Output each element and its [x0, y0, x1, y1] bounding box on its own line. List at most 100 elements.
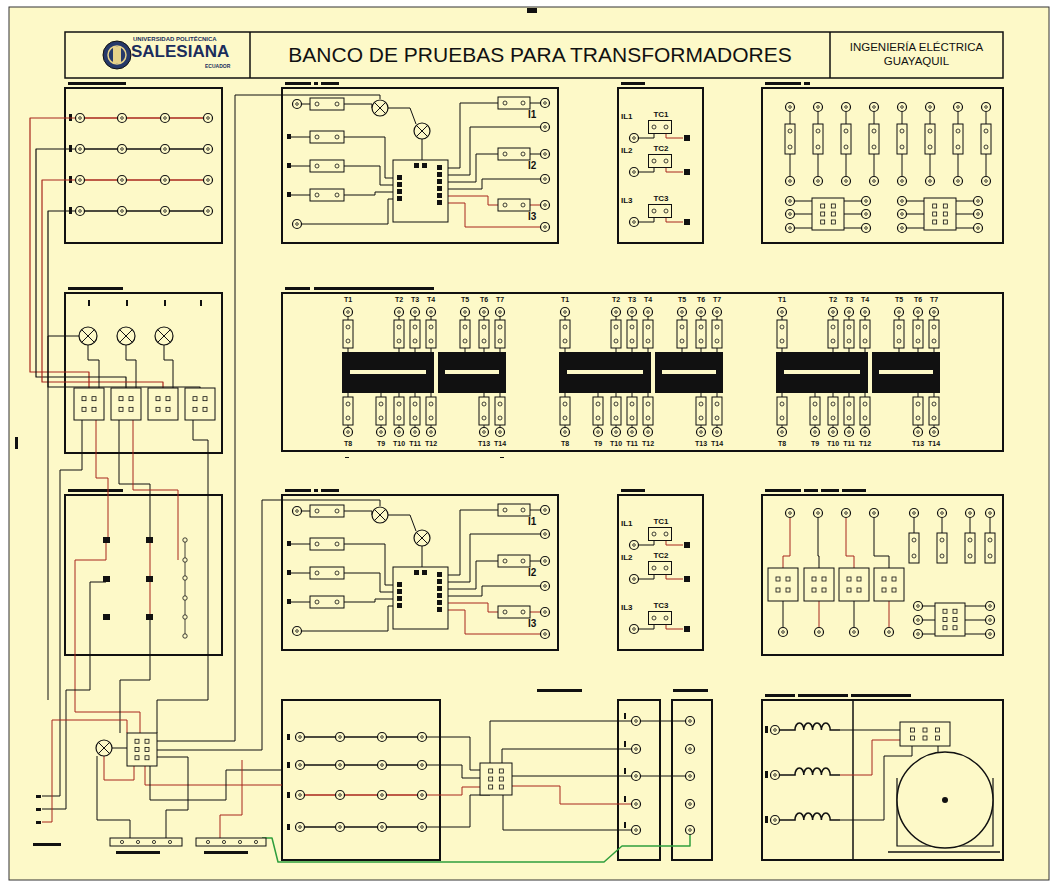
terminal-dot [121, 179, 124, 182]
fuse-pin [335, 571, 339, 575]
terminal-label: T14 [494, 440, 506, 447]
fuse-pin [463, 339, 467, 343]
terminal-label: T7 [496, 296, 504, 303]
terminal [118, 145, 127, 154]
terminal [561, 428, 570, 437]
panel-frame [282, 293, 1003, 451]
terminal-label: T12 [425, 440, 437, 447]
terminal [296, 761, 305, 770]
terminal [541, 530, 550, 539]
fuse-pin [630, 402, 634, 406]
terminal [713, 308, 722, 317]
fuse-holder [860, 320, 870, 348]
circuit-label: IL2 [621, 147, 633, 155]
contact [203, 407, 207, 411]
contact [882, 577, 886, 581]
terminal [814, 103, 823, 112]
fuse-pin [503, 559, 507, 563]
fuse-pin [872, 129, 876, 133]
wire [956, 228, 973, 229]
box-heading: TC2 [643, 552, 679, 560]
terminal [632, 717, 641, 726]
fuse-pin [916, 402, 920, 406]
heading-mark [68, 82, 126, 85]
switch-block [127, 733, 157, 766]
terminal-dot [633, 578, 636, 581]
terminal-label: T12 [642, 440, 654, 447]
terminal [974, 210, 983, 219]
terminal [418, 823, 427, 832]
wire [96, 420, 108, 537]
wire [666, 625, 683, 629]
fuse-pin [482, 416, 486, 420]
terminal [118, 114, 127, 123]
heading-mark [798, 694, 848, 697]
terminal-dot [544, 633, 547, 636]
motor-symbol [897, 752, 993, 848]
heading-mark [321, 489, 339, 492]
wire [819, 601, 820, 627]
relay-pin [414, 570, 419, 575]
contact [821, 212, 825, 216]
wire [639, 575, 654, 579]
terminal-dot [689, 720, 692, 723]
lamp-symbol [372, 100, 388, 116]
heading-mark [287, 762, 290, 768]
terminal-dot [299, 794, 302, 797]
fuse-pin [563, 339, 567, 343]
fuse-holder [643, 320, 653, 348]
fuse-holder [310, 160, 344, 172]
contact [786, 577, 790, 581]
terminal-dot [957, 180, 960, 183]
wire [641, 721, 685, 722]
terminal [541, 99, 550, 108]
contact [831, 220, 835, 224]
terminal [914, 602, 923, 611]
wire [344, 166, 397, 185]
wire [75, 543, 140, 733]
terminal-dot [913, 512, 916, 515]
terminal [930, 428, 939, 437]
fuse-pin [503, 203, 507, 207]
core-gap [879, 370, 933, 374]
terminal-dot [207, 148, 210, 151]
terminal-dot [789, 227, 792, 230]
terminal [427, 428, 436, 437]
lamp-symbol [79, 327, 97, 345]
terminal [779, 628, 788, 637]
terminal [930, 308, 939, 317]
fuse-pin [932, 416, 936, 420]
terminal-label: T8 [561, 440, 569, 447]
wire [846, 112, 847, 124]
terminal [344, 428, 353, 437]
terminal [870, 177, 879, 186]
fuse-pin [780, 402, 784, 406]
fuse-holder [343, 397, 353, 425]
contact [882, 588, 886, 592]
heading-mark [164, 300, 166, 306]
terminal-dot [631, 311, 634, 314]
switch-block [935, 603, 965, 636]
terminal-dot [700, 311, 703, 314]
lamp-cross [417, 533, 428, 544]
terminal [336, 791, 345, 800]
lamp-cross [417, 126, 428, 137]
terminal [76, 145, 85, 154]
terminal-dot [977, 213, 980, 216]
heading-mark [673, 689, 708, 692]
heading-mark [321, 82, 339, 85]
fuse-pin [780, 339, 784, 343]
terminal-dot [421, 826, 424, 829]
core-gap [350, 370, 426, 374]
terminal-dot [430, 311, 433, 314]
terminal-label: T10 [393, 440, 405, 447]
terminal-dot [296, 103, 299, 106]
fuse-pin [482, 402, 486, 406]
fuse-pin [563, 402, 567, 406]
terminal [395, 428, 404, 437]
terminal [713, 428, 722, 437]
fuse-holder [841, 124, 851, 154]
terminal-dot [347, 311, 350, 314]
contact [135, 739, 139, 743]
fuse-pin [315, 164, 319, 168]
